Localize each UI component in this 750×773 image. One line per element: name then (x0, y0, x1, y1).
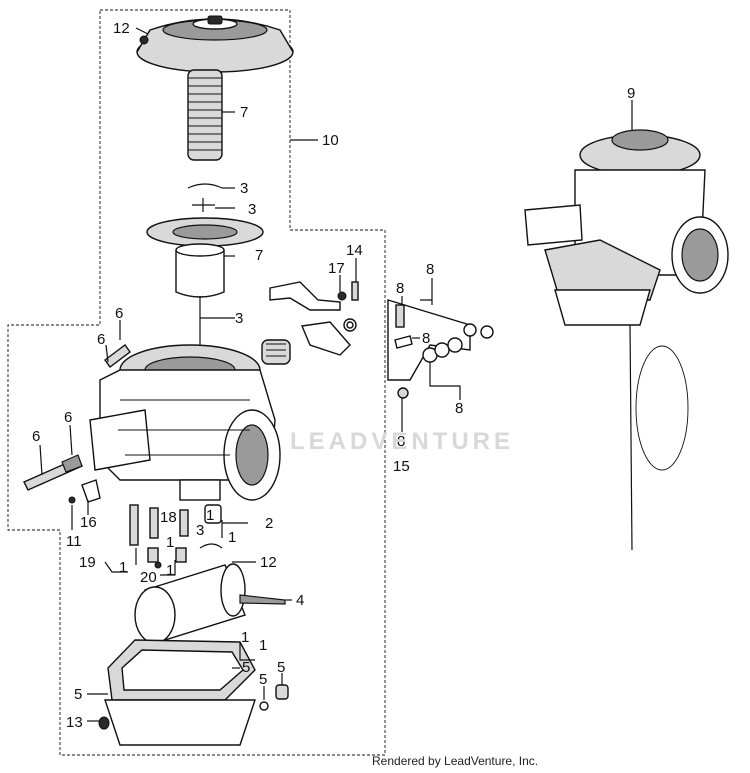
needle-retainer (192, 198, 215, 212)
carburetor-body (89, 344, 281, 501)
callout-6-low: 6 (32, 428, 40, 445)
callout-1-gasket-a: 1 (241, 629, 249, 646)
spring (187, 69, 223, 161)
diaphragm (146, 217, 264, 247)
callout-5-bowl-left: 5 (74, 686, 82, 703)
callout-8-screw: 8 (396, 280, 404, 297)
adjust-screw (23, 344, 131, 491)
callout-2: 2 (265, 515, 273, 532)
callout-1-jet-d: 1 (166, 534, 174, 551)
float-bowl (98, 639, 289, 746)
callout-5-drain: 5 (277, 659, 285, 676)
callout-6-top-left: 6 (97, 331, 105, 348)
callout-8-nut: 8 (397, 433, 405, 450)
intake-tube (134, 563, 286, 644)
callout-8-bracket: 8 (426, 261, 434, 278)
callout-1-jet-e: 1 (166, 562, 174, 579)
callout-16: 16 (80, 514, 97, 531)
callout-6-mid: 6 (64, 409, 72, 426)
callout-12-cover-screw: 12 (113, 20, 130, 37)
callout-1-jet-c: 1 (119, 559, 127, 576)
leader-lines (39, 27, 633, 722)
top-cover (136, 15, 294, 73)
bracket-assembly (387, 299, 494, 399)
callouts: 12 7 10 3 3 7 3 14 17 8 8 8 8 8 15 6 6 6… (32, 20, 635, 731)
callout-6-top-right: 6 (115, 305, 123, 322)
render-credit: Rendered by LeadVenture, Inc. (372, 754, 539, 768)
callout-5-oring: 5 (259, 671, 267, 688)
callout-19: 19 (79, 554, 96, 571)
callout-7-piston: 7 (255, 247, 263, 264)
callout-9-assembled: 9 (627, 85, 635, 102)
callout-11: 11 (66, 533, 82, 550)
callout-12-screw: 12 (260, 554, 277, 571)
callout-3-jet: 3 (196, 522, 204, 539)
needle-clip (187, 183, 223, 189)
callout-3-clip: 3 (240, 180, 248, 197)
callout-7-spring: 7 (240, 104, 248, 121)
callout-1-gasket-b: 1 (259, 637, 267, 654)
callout-5-bowl-right: 5 (242, 659, 250, 676)
callout-13: 13 (66, 714, 83, 731)
callout-14: 14 (346, 242, 363, 259)
callout-17: 17 (328, 260, 345, 277)
callout-20: 20 (140, 569, 157, 586)
callout-8-washers: 8 (455, 400, 463, 417)
choke-linkage (261, 281, 359, 365)
callout-8-clip: 8 (422, 330, 430, 347)
jet-parts (68, 479, 223, 569)
callout-3-needle: 3 (235, 310, 243, 327)
callout-10-assembly: 10 (322, 132, 339, 149)
callout-3-retainer: 3 (248, 201, 256, 218)
assembly-boundary (7, 9, 386, 756)
assembled-carburetor (524, 129, 729, 551)
callout-18: 18 (160, 509, 177, 526)
callout-15: 15 (393, 458, 410, 475)
watermark-text: LEADVENTURE (290, 428, 515, 455)
callout-1-jet-b: 1 (228, 529, 236, 546)
callout-1-jet-a: 1 (206, 507, 214, 524)
vacuum-piston (175, 243, 225, 350)
callout-4-intake: 4 (296, 592, 304, 609)
